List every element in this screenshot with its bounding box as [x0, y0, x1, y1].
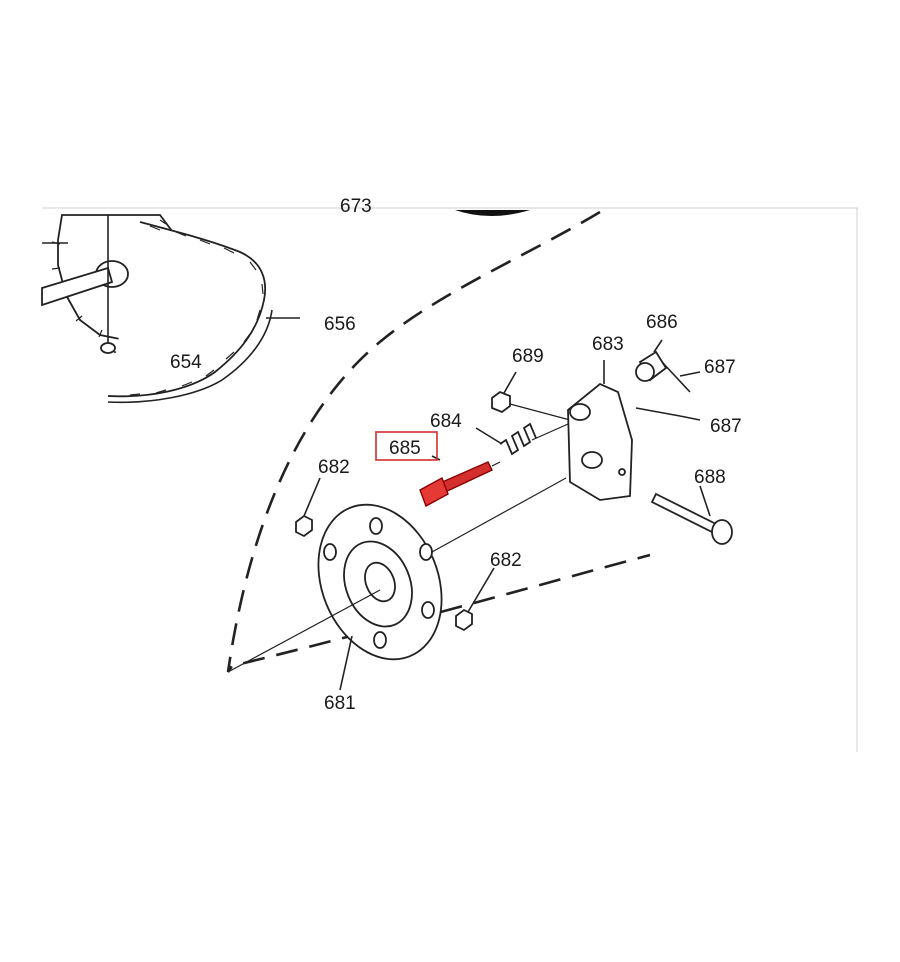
pin-687-lower [635, 407, 681, 417]
label-687-upper: 687 [704, 357, 736, 378]
plate-bolt-hole-5 [323, 543, 337, 561]
leader-688 [699, 485, 711, 517]
label-687-lower: 687 [710, 416, 742, 437]
nut-689 [491, 390, 511, 414]
spring-coil [499, 422, 537, 456]
plate-bolt-hole-3 [421, 601, 435, 619]
bracket-hole-top [569, 403, 591, 421]
axis-681-to-bracket [431, 477, 567, 553]
bolt-head [711, 519, 733, 545]
label-656: 656 [324, 314, 356, 335]
nut-682-lower [455, 608, 473, 632]
leader-687-lower [679, 415, 701, 421]
plate-bolt-hole-4 [373, 631, 387, 649]
highlight-box-685 [375, 431, 438, 461]
drive-chain [107, 221, 300, 404]
plate-center-hole [364, 561, 396, 603]
pin-687-upper [661, 361, 691, 393]
plate-bolt-hole-2 [419, 543, 433, 561]
label-684: 684 [430, 411, 462, 432]
pin-685-head [419, 476, 449, 508]
leader-682-upper [303, 477, 321, 517]
axle-shaft [41, 266, 114, 307]
label-654: 654 [170, 352, 202, 373]
bracket-body [567, 382, 633, 501]
label-685: 685 [389, 438, 421, 459]
leader-682-lower [467, 567, 495, 613]
roller-face [635, 362, 655, 382]
leader-687-upper [679, 371, 701, 377]
label-682-upper: 682 [318, 457, 350, 478]
leader-686 [653, 339, 663, 353]
label-683: 683 [592, 334, 624, 355]
bracket-pin-hole [618, 468, 626, 476]
chain-upper-run [107, 221, 266, 398]
plate-bolt-hole-1 [369, 517, 383, 535]
chain-links [108, 225, 264, 397]
axis-685 [491, 461, 501, 467]
label-682-lower: 682 [490, 550, 522, 571]
label-688: 688 [694, 467, 726, 488]
arm-bracket-683 [567, 360, 633, 501]
leader-684 [475, 427, 503, 445]
top-cutoff-label: 673 [340, 196, 372, 217]
axis-684 [531, 423, 569, 441]
leader-681 [339, 635, 353, 691]
bracket-hole-bottom [581, 451, 603, 469]
leader-685 [431, 455, 441, 461]
mounting-plate-681 [227, 477, 567, 691]
pin-685-highlighted [419, 455, 501, 508]
chain-lower-run [107, 309, 273, 404]
top-cutoff-part [455, 210, 530, 216]
axis-681 [227, 589, 381, 673]
leader-689 [503, 371, 517, 394]
label-681: 681 [324, 693, 356, 714]
nut-682-upper [295, 514, 313, 538]
label-686: 686 [646, 312, 678, 333]
key-654 [100, 342, 116, 354]
bolt-688 [650, 485, 733, 545]
label-689: 689 [512, 346, 544, 367]
spring-684 [475, 422, 569, 456]
axis-689 [509, 403, 571, 421]
roller-686 [635, 339, 668, 382]
